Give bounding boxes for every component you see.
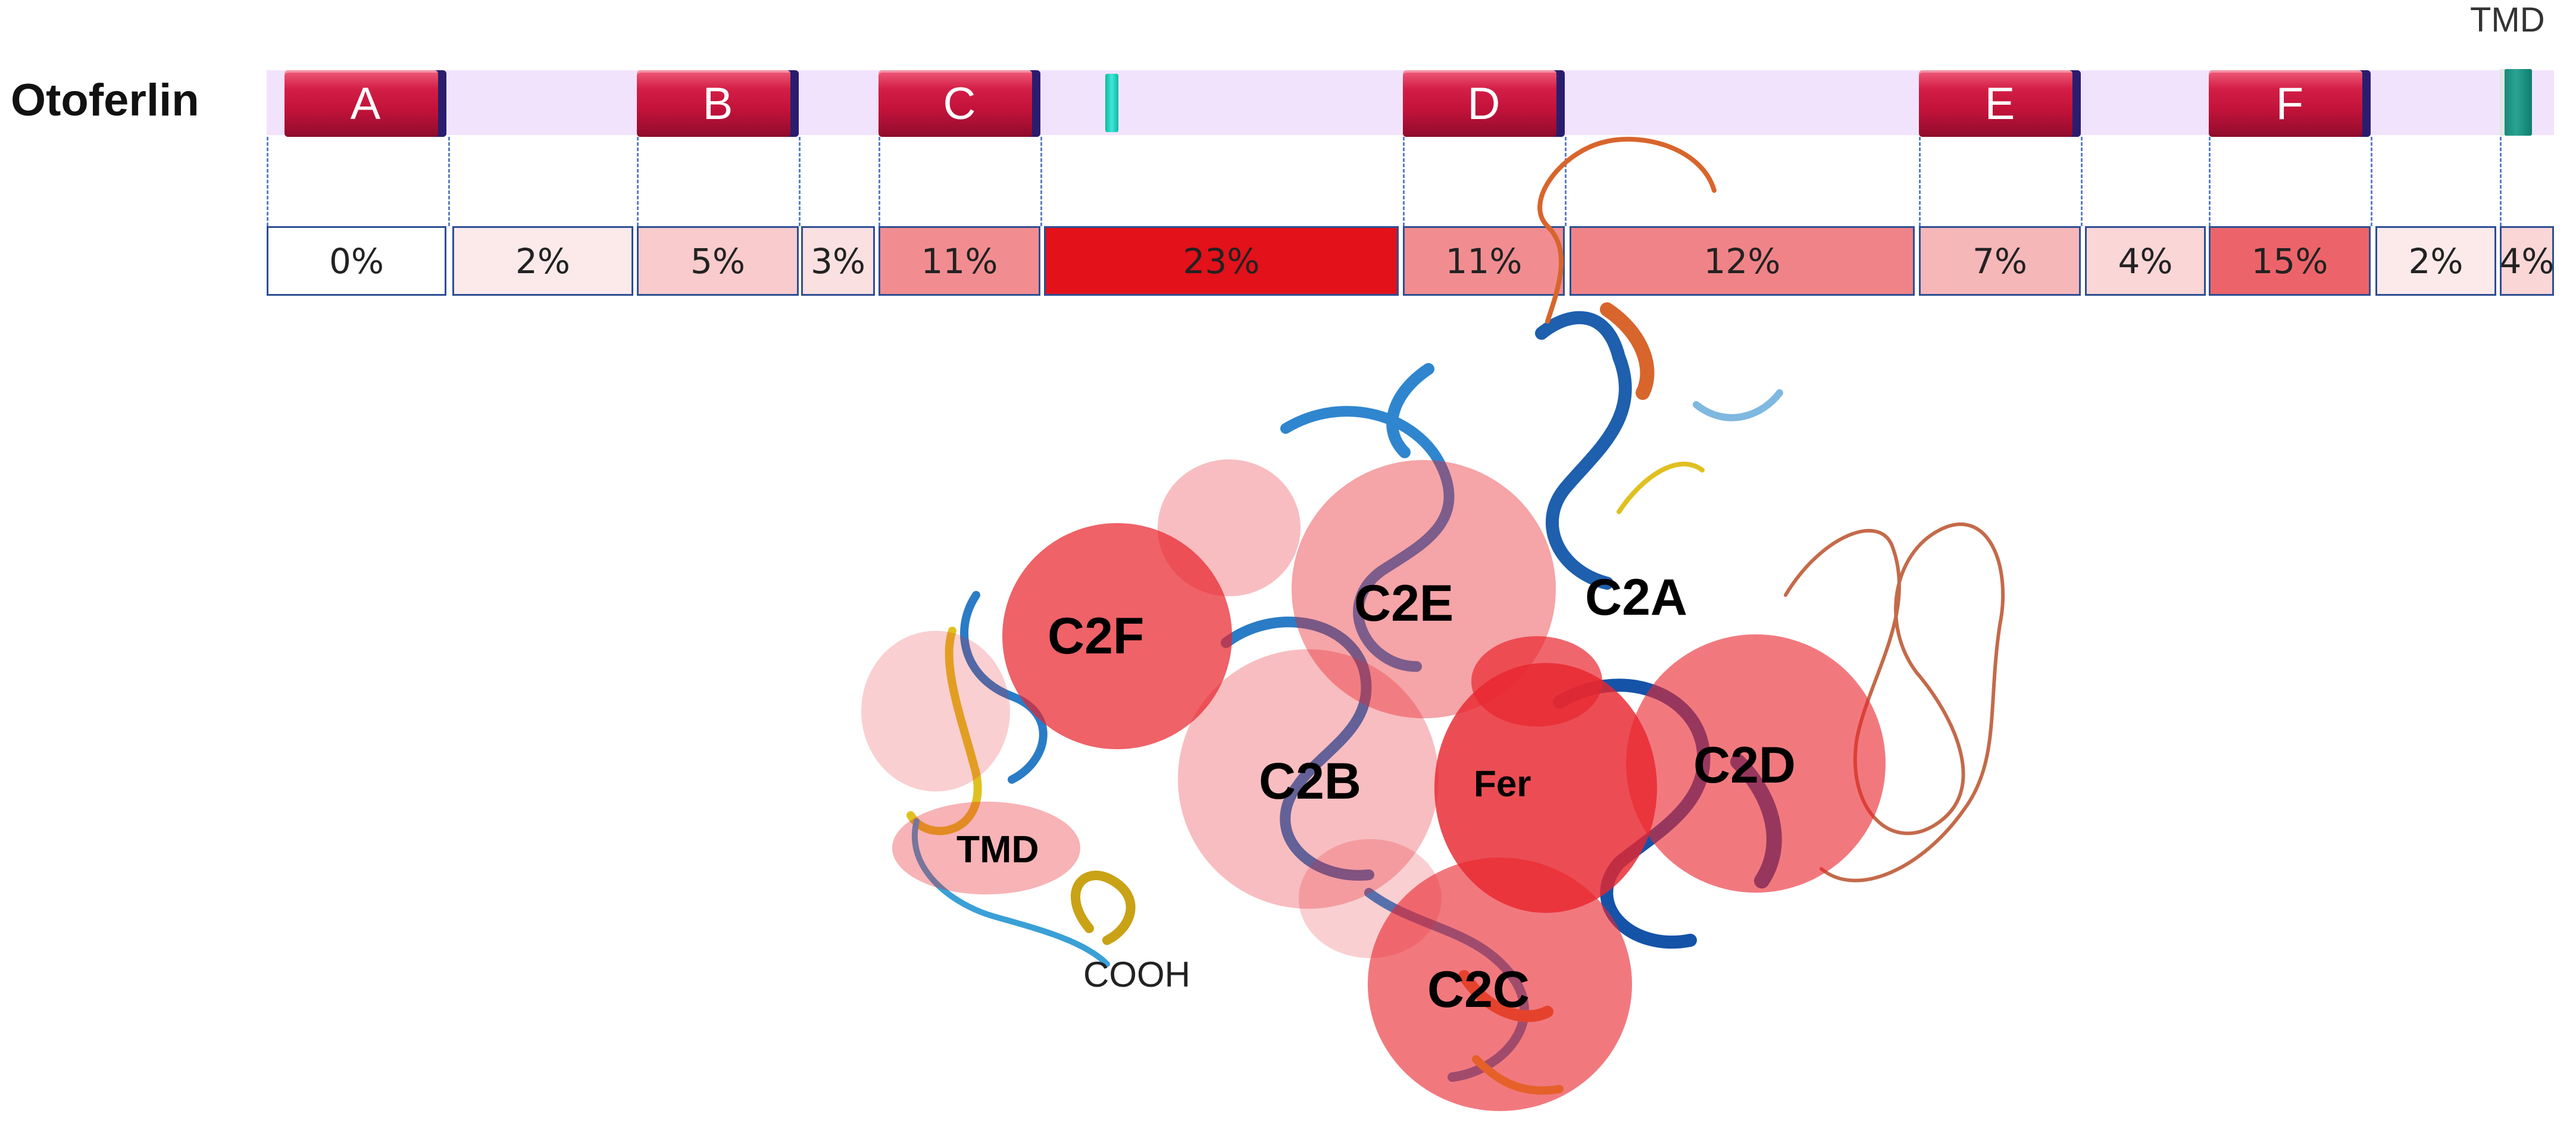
domain-f-block: F	[2209, 70, 2371, 137]
percentage-value: 7%	[1972, 240, 2027, 281]
percentage-value: 11%	[1445, 240, 1523, 281]
percentage-value: 3%	[810, 240, 865, 281]
linker-marker	[1105, 74, 1118, 132]
tmd-top-label: TMD	[2470, 1, 2545, 39]
guide-line	[637, 137, 639, 226]
guide-line	[799, 137, 801, 226]
percentage-cell: 0%	[267, 226, 446, 296]
region-c2d-circle	[1626, 634, 1886, 893]
region-label-c2b: C2B	[1259, 753, 1361, 810]
region-label-c2a: C2A	[1585, 569, 1687, 626]
percentage-cell: 15%	[2209, 226, 2371, 296]
percentage-value: 0%	[329, 240, 384, 281]
region-label-tmd: TMD	[956, 828, 1039, 871]
guide-line	[1919, 137, 1921, 226]
percentage-value: 11%	[921, 240, 998, 281]
percentage-value: 2%	[515, 240, 570, 281]
guide-line	[1040, 137, 1042, 226]
region-fer-circle	[1434, 663, 1657, 913]
guide-line	[1565, 137, 1567, 226]
guide-line	[879, 137, 880, 226]
percentage-cell: 5%	[637, 226, 799, 296]
percentage-cell: 2%	[2375, 226, 2496, 296]
percentage-value: 15%	[2251, 240, 2328, 281]
guide-line	[2371, 137, 2372, 226]
percentage-value: 2%	[2408, 240, 2464, 281]
guide-line	[2081, 137, 2083, 226]
percentage-cell: 23%	[1044, 226, 1399, 296]
domain-e-label: E	[1984, 78, 2015, 129]
percentage-cell: 11%	[879, 226, 1040, 296]
percentage-cell: 2%	[452, 226, 633, 296]
percentage-cell: 11%	[1403, 226, 1565, 296]
domain-b-block: B	[637, 70, 799, 137]
guide-line	[2500, 137, 2502, 226]
guide-line	[1403, 137, 1405, 226]
region-tmd-ellipse	[892, 802, 1080, 894]
domain-a-block: A	[285, 70, 446, 137]
percentage-value: 4%	[2499, 240, 2555, 281]
region-labels: C2F C2E C2A C2B Fer C2D C2C TMD COOH	[956, 569, 1796, 1018]
protein-name: Otoferlin	[11, 75, 199, 126]
region-faint-top-circle	[1158, 459, 1300, 596]
region-label-c2d: C2D	[1693, 737, 1796, 794]
region-circles	[861, 459, 1886, 1111]
domain-b-label: B	[702, 78, 733, 129]
percentage-cell: 4%	[2085, 226, 2206, 296]
region-label-c2e: C2E	[1354, 575, 1453, 632]
guide-line	[448, 137, 450, 226]
domain-a-label: A	[350, 78, 381, 129]
domain-d-label: D	[1467, 78, 1500, 129]
domain-e-block: E	[1919, 70, 2081, 137]
region-c2b-circle	[1178, 649, 1439, 909]
percentage-cell: 3%	[801, 226, 875, 296]
domain-d-block: D	[1403, 70, 1565, 137]
guide-line	[267, 137, 268, 226]
region-label-fer: Fer	[1474, 764, 1531, 805]
region-faint-left-circle	[861, 631, 1010, 791]
cooh-label: COOH	[1083, 955, 1190, 994]
domain-c-label: C	[943, 78, 976, 129]
percentage-value: 23%	[1183, 240, 1260, 281]
region-c2c-circle	[1368, 858, 1632, 1111]
region-c2f-circle	[1002, 523, 1232, 749]
percentage-cell: 7%	[1919, 226, 2081, 296]
domain-c-block: C	[879, 70, 1040, 137]
guide-line	[2209, 137, 2211, 226]
percentage-cell: 12%	[1570, 226, 1915, 296]
domain-f-label: F	[2275, 78, 2304, 129]
region-label-c2f: C2F	[1048, 608, 1144, 665]
percentage-value: 4%	[2118, 240, 2173, 281]
percentage-value: 12%	[1703, 240, 1781, 281]
tmd-marker	[2500, 69, 2532, 136]
percentage-value: 5%	[690, 240, 745, 281]
percentage-cell: 4%	[2499, 226, 2555, 296]
region-label-c2c: C2C	[1427, 961, 1530, 1018]
